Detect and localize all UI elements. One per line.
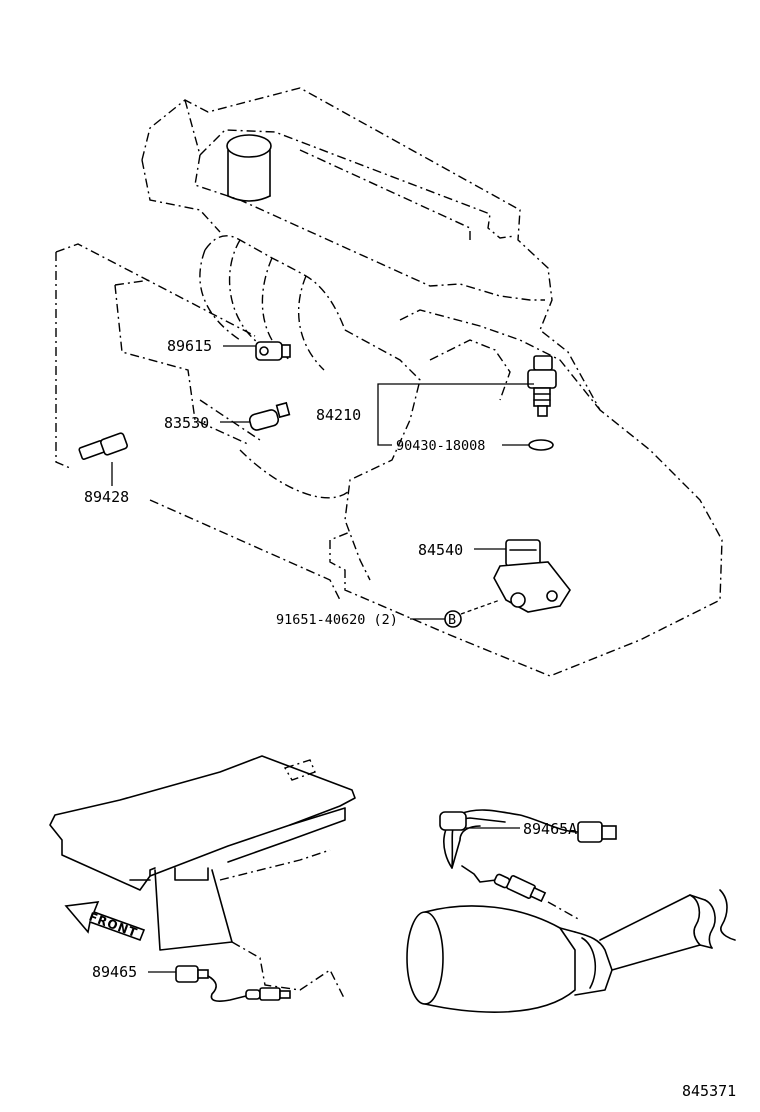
- part-83530-icon: [248, 401, 291, 431]
- engine-cover-left: [49, 755, 356, 1001]
- label-84210: 84210: [316, 406, 361, 424]
- part-91651-icon: B: [444, 610, 462, 628]
- label-89465: 89465: [92, 963, 137, 981]
- part-89428-icon: [78, 432, 128, 460]
- label-91651: 91651-40620 (2): [276, 612, 398, 628]
- front-arrow-icon: [64, 901, 146, 942]
- label-89428: 89428: [84, 488, 129, 506]
- leader-lines-upper: [111, 345, 534, 620]
- label-90430: 90430-18008: [396, 438, 485, 454]
- part-89465A-icon: [439, 809, 617, 921]
- label-89465A: 89465A: [523, 820, 577, 838]
- label-89615: 89615: [167, 337, 212, 355]
- part-84210-icon: [527, 355, 557, 417]
- diagram-number: 845371: [682, 1082, 736, 1100]
- label-83530: 83530: [164, 414, 209, 432]
- part-89465-icon: [175, 965, 291, 1002]
- front-label: FRONT: [87, 910, 140, 941]
- part-89615-icon: [255, 341, 291, 361]
- part-90430-icon: [528, 439, 554, 451]
- exhaust-pipe: [406, 889, 736, 1013]
- svg-text:B: B: [448, 612, 456, 628]
- label-84540: 84540: [418, 541, 463, 559]
- engine-outline: [55, 87, 723, 677]
- part-84540-icon: [493, 539, 571, 613]
